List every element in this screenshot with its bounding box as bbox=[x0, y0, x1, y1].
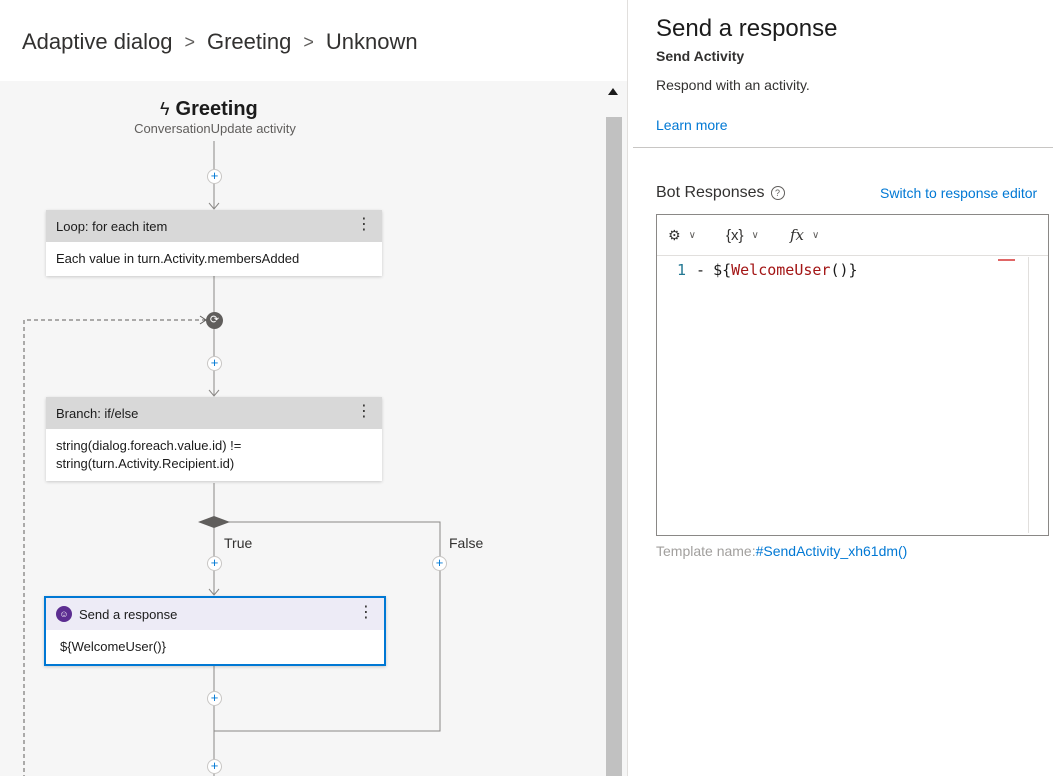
bot-icon: ☺ bbox=[56, 606, 72, 622]
minimap-marker bbox=[998, 259, 1015, 261]
more-options-icon[interactable]: ⋮ bbox=[358, 604, 374, 621]
breadcrumb-separator: > bbox=[184, 31, 195, 52]
send-response-node-title: Send a response bbox=[79, 606, 178, 622]
template-name-label: Template name: bbox=[656, 543, 756, 559]
code-suffix: ()} bbox=[830, 261, 858, 279]
breadcrumb-item-greeting[interactable]: Greeting bbox=[206, 29, 292, 54]
breadcrumb-item-adaptive-dialog[interactable]: Adaptive dialog bbox=[22, 29, 173, 54]
loop-node-title: Loop: for each item bbox=[56, 218, 168, 234]
add-action-button[interactable]: + bbox=[207, 356, 222, 371]
add-action-button[interactable]: + bbox=[207, 759, 222, 774]
loop-node-body: Each value in turn.Activity.membersAdded bbox=[56, 251, 300, 266]
learn-more-link[interactable]: Learn more bbox=[656, 117, 728, 133]
insert-property-dropdown[interactable]: {x} ∨ bbox=[726, 225, 759, 245]
add-action-button[interactable]: + bbox=[207, 169, 222, 184]
function-icon: fx bbox=[790, 226, 805, 244]
send-response-node[interactable]: ☺ Send a response ⋮ ${WelcomeUser()} bbox=[44, 596, 386, 666]
line-number: 1 bbox=[677, 261, 687, 279]
code-line[interactable]: 1-${WelcomeUser()} bbox=[677, 261, 858, 279]
add-action-button[interactable]: + bbox=[207, 556, 222, 571]
panel-subtitle: Send Activity bbox=[656, 48, 745, 64]
scrollbar-thumb[interactable] bbox=[606, 117, 622, 776]
code-function-name: WelcomeUser bbox=[731, 261, 831, 279]
chevron-down-icon: ∨ bbox=[688, 229, 696, 241]
template-name-row: Template name: #SendActivity_xh61dm() bbox=[656, 543, 907, 559]
code-dash: - bbox=[696, 261, 706, 279]
trigger-name: Greeting bbox=[175, 97, 258, 120]
loop-refresh-icon: ⟳ bbox=[206, 312, 223, 329]
branch-condition-line1: string(dialog.foreach.value.id) != bbox=[56, 438, 242, 453]
panel-divider bbox=[633, 147, 1053, 148]
send-response-node-header: ☺ Send a response ⋮ bbox=[46, 598, 384, 630]
branch-node-body: string(dialog.foreach.value.id) != strin… bbox=[46, 429, 382, 481]
help-icon[interactable]: ? bbox=[770, 186, 785, 200]
branch-node-header: Branch: if/else ⋮ bbox=[46, 397, 382, 429]
trigger-title[interactable]: ϟ Greeting bbox=[160, 96, 258, 122]
scroll-up-arrow-icon[interactable] bbox=[608, 88, 618, 95]
add-action-button[interactable]: + bbox=[432, 556, 447, 571]
loop-node[interactable]: Loop: for each item ⋮ Each value in turn… bbox=[46, 210, 382, 276]
editor-toolbar: ⚙ ∨ {x} ∨ fx ∨ bbox=[657, 215, 1048, 256]
bot-responses-text: Bot Responses bbox=[656, 184, 765, 201]
panel-description: Respond with an activity. bbox=[656, 77, 810, 93]
chevron-down-icon: ∨ bbox=[751, 229, 759, 241]
switch-to-response-editor-link[interactable]: Switch to response editor bbox=[880, 185, 1038, 201]
bot-template-icon: ⚙ bbox=[668, 226, 681, 243]
branch-node[interactable]: Branch: if/else ⋮ string(dialog.foreach.… bbox=[46, 397, 382, 481]
breadcrumb-separator: > bbox=[303, 31, 314, 52]
chevron-down-icon: ∨ bbox=[812, 229, 820, 241]
send-response-node-body: ${WelcomeUser()} bbox=[60, 639, 166, 654]
response-editor[interactable]: ⚙ ∨ {x} ∨ fx ∨ 1-${WelcomeUser()} bbox=[656, 214, 1049, 536]
branch-true-label: True bbox=[224, 535, 253, 551]
add-action-button[interactable]: + bbox=[207, 691, 222, 706]
panel-divider-vertical bbox=[627, 0, 628, 776]
breadcrumb: Adaptive dialog > Greeting > Unknown bbox=[22, 28, 418, 56]
code-expression: ${WelcomeUser()} bbox=[713, 261, 858, 279]
insert-function-dropdown[interactable]: fx ∨ bbox=[790, 225, 819, 245]
lightning-icon: ϟ bbox=[160, 98, 170, 119]
insert-template-dropdown[interactable]: ⚙ ∨ bbox=[668, 225, 696, 245]
code-prefix: ${ bbox=[713, 261, 732, 279]
trigger-subtitle: ConversationUpdate activity bbox=[134, 121, 296, 136]
breadcrumb-item-unknown: Unknown bbox=[325, 29, 418, 54]
more-options-icon[interactable]: ⋮ bbox=[356, 216, 372, 233]
editor-scrollbar[interactable] bbox=[1028, 257, 1029, 533]
branch-false-label: False bbox=[449, 535, 484, 551]
branch-condition-line2: string(turn.Activity.Recipient.id) bbox=[56, 456, 235, 471]
more-options-icon[interactable]: ⋮ bbox=[356, 403, 372, 420]
header bbox=[0, 0, 627, 81]
template-name-link[interactable]: #SendActivity_xh61dm() bbox=[755, 543, 908, 559]
variables-icon: {x} bbox=[726, 226, 744, 244]
panel-title: Send a response bbox=[656, 15, 838, 42]
loop-node-header: Loop: for each item ⋮ bbox=[46, 210, 382, 242]
branch-node-title: Branch: if/else bbox=[56, 405, 139, 421]
bot-responses-label: Bot Responses ? bbox=[656, 184, 785, 202]
